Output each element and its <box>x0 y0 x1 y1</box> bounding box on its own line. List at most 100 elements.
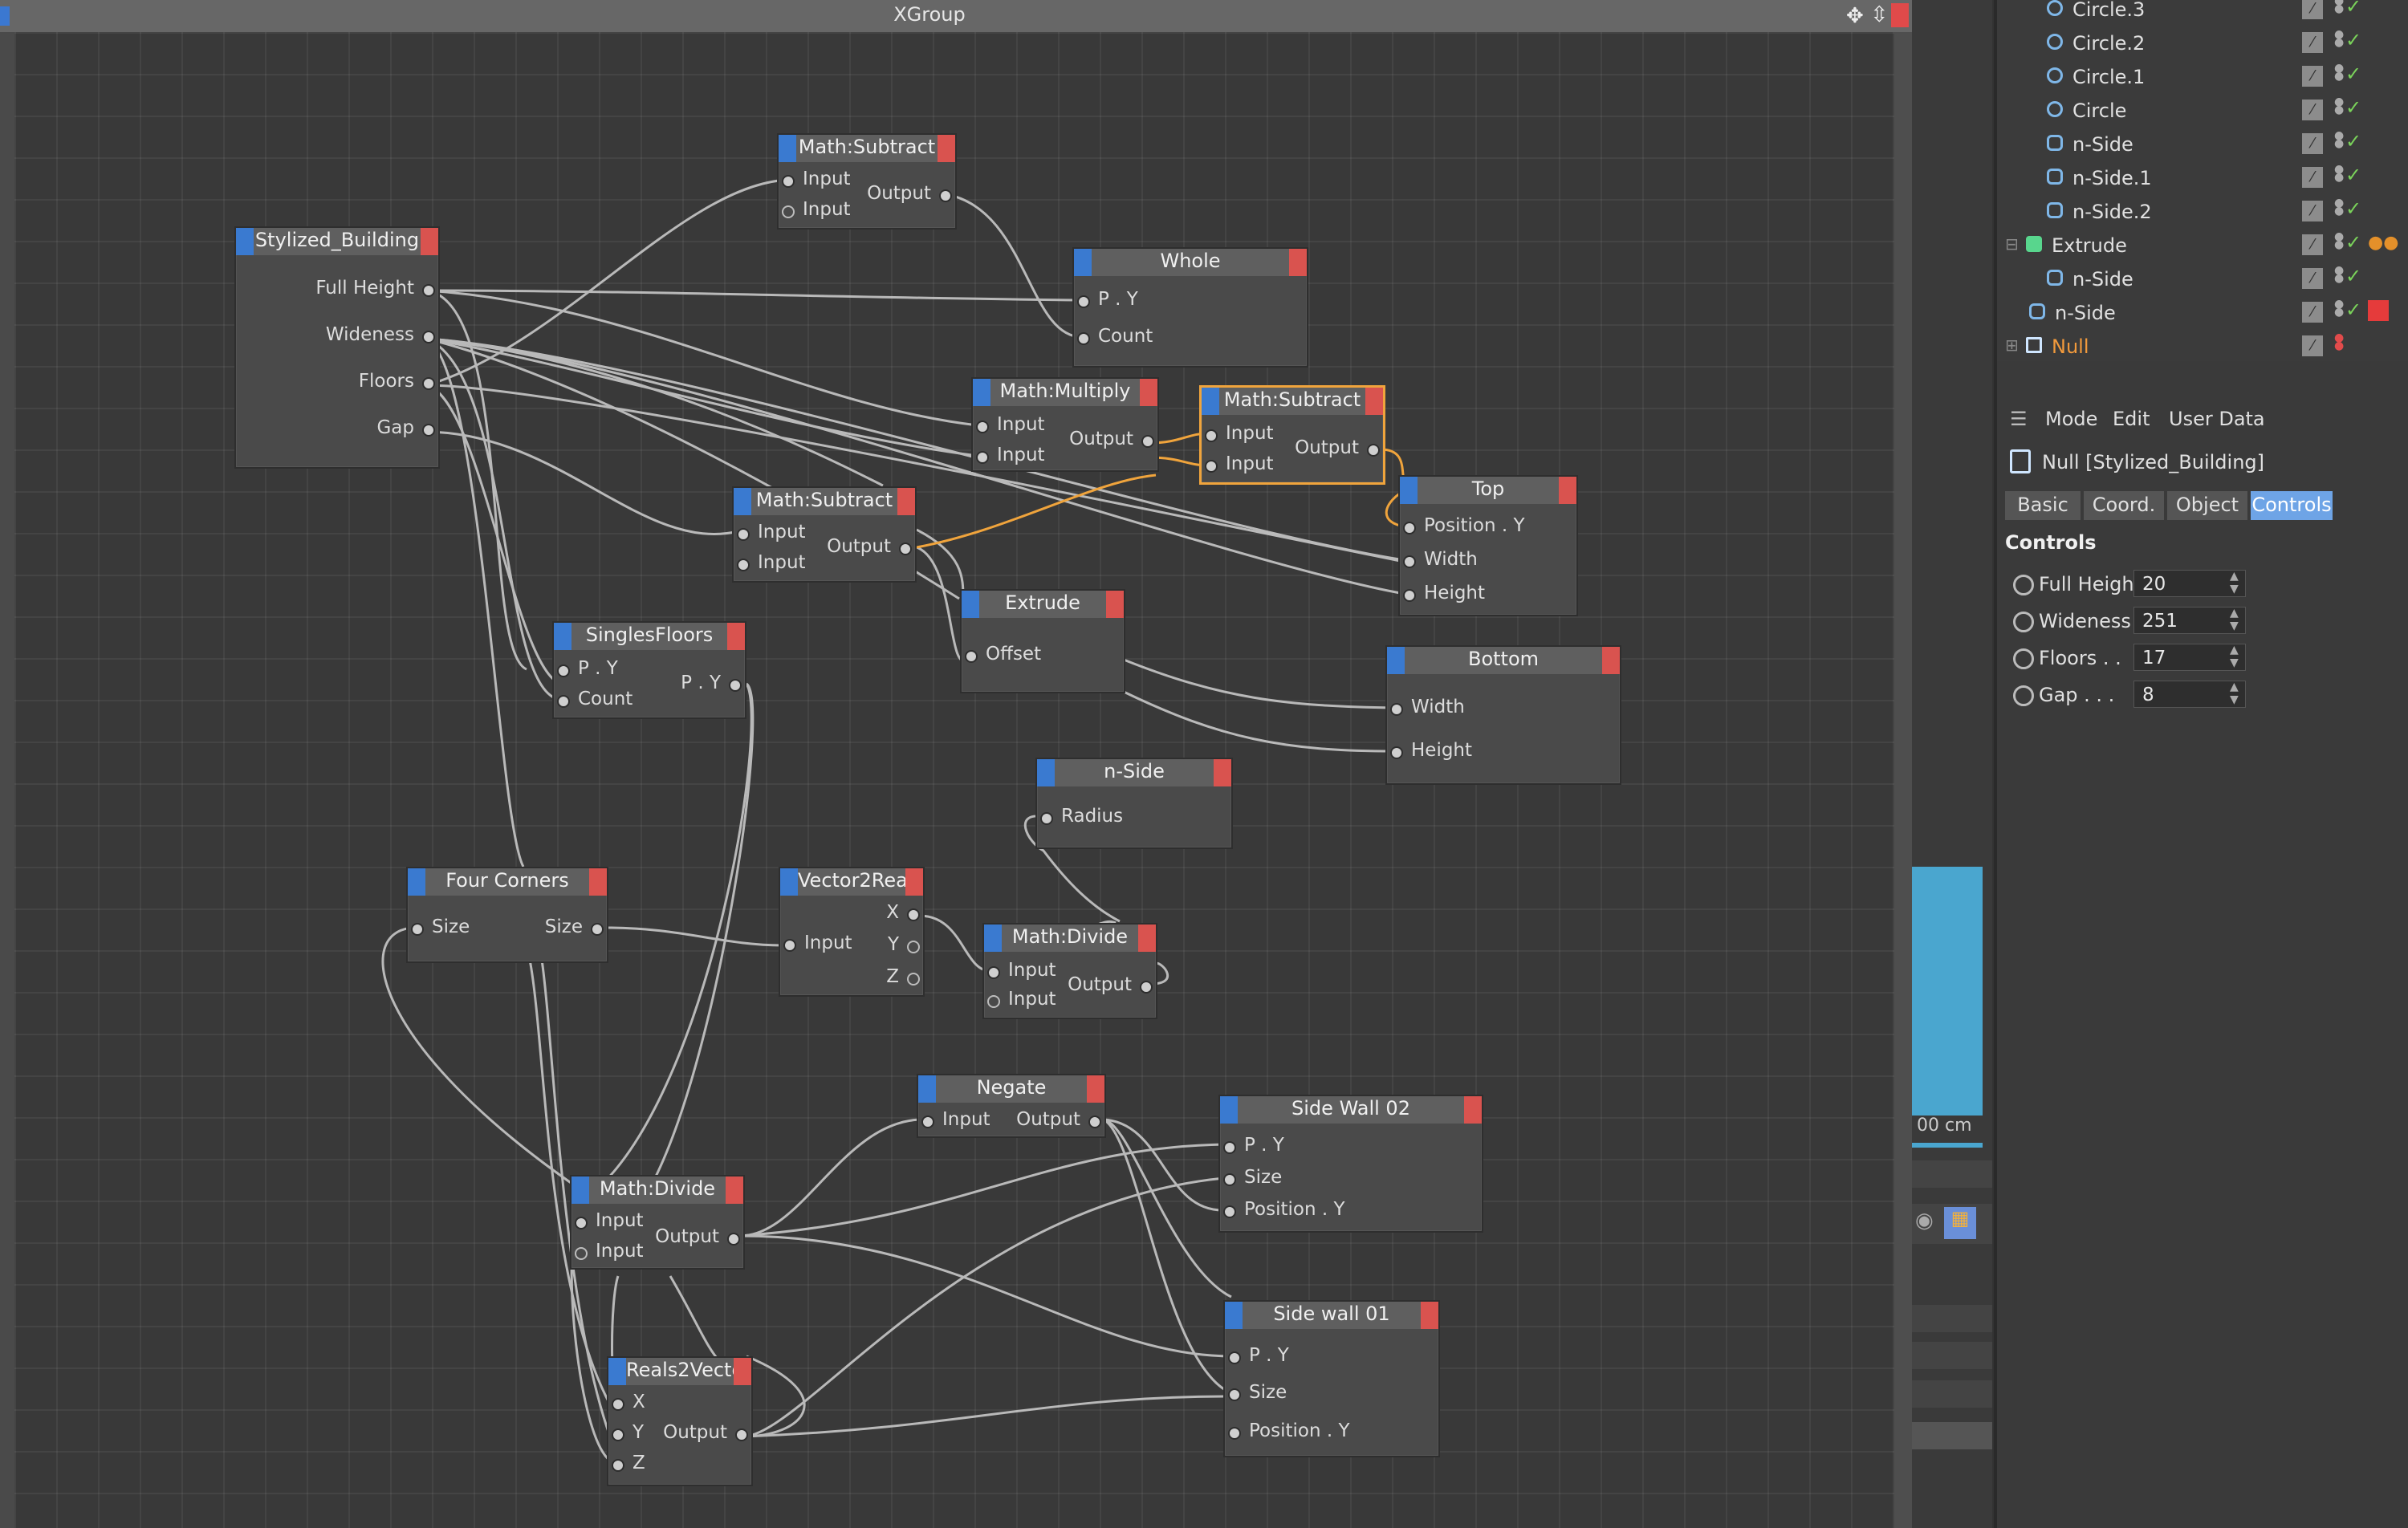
input-port-button[interactable] <box>554 623 571 650</box>
input-port[interactable] <box>783 939 796 952</box>
input-port-button[interactable] <box>973 379 990 406</box>
enabled-check-icon[interactable]: ✓ <box>2345 231 2362 254</box>
input-port-button[interactable] <box>1225 1302 1243 1329</box>
enabled-check-icon[interactable]: ✓ <box>2345 299 2362 321</box>
enabled-check-icon[interactable]: ✓ <box>2345 197 2362 220</box>
object-row[interactable]: n-Side.1 ⁄●●✓ <box>1997 162 2408 196</box>
output-port-button[interactable] <box>726 1176 743 1204</box>
input-port-button[interactable] <box>779 135 796 162</box>
output-port[interactable] <box>422 424 435 437</box>
input-port[interactable] <box>976 451 989 464</box>
enabled-check-icon[interactable]: ✓ <box>2345 63 2362 85</box>
animate-icon[interactable] <box>2013 685 2034 706</box>
gap-input[interactable]: 8 <box>2133 681 2246 708</box>
output-port-button[interactable] <box>1214 759 1231 786</box>
output-port[interactable] <box>422 284 435 297</box>
output-port[interactable] <box>1367 444 1380 457</box>
input-port-button[interactable] <box>1220 1096 1238 1124</box>
broadcast-icon[interactable]: ◉ <box>1915 1209 1934 1233</box>
tab-object[interactable]: Object <box>2167 491 2247 520</box>
stepper-icon[interactable]: ▲▼ <box>2230 570 2239 595</box>
animate-icon[interactable] <box>2013 612 2034 632</box>
output-port-button[interactable] <box>1106 591 1124 618</box>
input-port-button[interactable] <box>608 1358 626 1385</box>
edit-icon[interactable]: ⁄ <box>2302 66 2323 87</box>
output-port[interactable] <box>727 1233 740 1246</box>
node-singles-floors[interactable]: SinglesFloors P . Y Count P . Y <box>552 621 746 719</box>
node-math-subtract-1[interactable]: Math:Subtract Input Input Output <box>777 133 957 230</box>
node-bottom[interactable]: Bottom Width Height <box>1385 645 1621 785</box>
output-port[interactable] <box>735 1428 748 1441</box>
node-whole[interactable]: Whole P . Y Count <box>1072 247 1308 368</box>
input-port[interactable] <box>782 175 795 188</box>
output-port-button[interactable] <box>1140 379 1157 406</box>
input-port[interactable] <box>557 664 570 677</box>
animate-icon[interactable] <box>2013 575 2034 595</box>
output-port[interactable] <box>729 679 742 692</box>
input-port[interactable] <box>1228 1351 1241 1364</box>
node-stylized-building[interactable]: Stylized_Building Full Height Wideness F… <box>234 226 440 469</box>
node-reals2vector[interactable]: Reals2Vector X Y Z Output <box>607 1356 753 1486</box>
menu-mode[interactable]: Mode <box>2045 408 2098 430</box>
material-tag-icon[interactable] <box>2368 300 2389 321</box>
input-port[interactable] <box>575 1217 588 1229</box>
output-port-button[interactable] <box>1602 647 1620 674</box>
object-row[interactable]: n-Side ⁄●●✓ <box>1997 128 2408 162</box>
input-port[interactable] <box>612 1398 624 1411</box>
viewport-slice[interactable]: 00 cm ◉ ▦ <box>1912 0 1994 1528</box>
wideness-input[interactable]: 251 <box>2133 607 2246 634</box>
enabled-check-icon[interactable]: ✓ <box>2345 265 2362 287</box>
edit-icon[interactable]: ⁄ <box>2302 100 2323 120</box>
full-height-input[interactable]: 20 <box>2133 570 2246 597</box>
output-port-button[interactable] <box>1138 925 1156 952</box>
material-tag-icon[interactable]: ●● <box>2368 233 2399 253</box>
output-port-button[interactable] <box>421 228 438 255</box>
node-negate[interactable]: Negate Input Output <box>917 1074 1106 1138</box>
input-port[interactable] <box>737 559 750 571</box>
tab-controls[interactable]: Controls <box>2251 491 2333 520</box>
output-port[interactable] <box>1141 435 1154 448</box>
input-port-button[interactable] <box>918 1075 936 1103</box>
input-port-button[interactable] <box>236 228 254 255</box>
output-port-button[interactable] <box>1421 1302 1438 1329</box>
input-port[interactable] <box>782 205 795 218</box>
input-port[interactable] <box>557 695 570 708</box>
edit-icon[interactable]: ⁄ <box>2302 268 2323 289</box>
output-port[interactable] <box>1140 981 1153 994</box>
enabled-check-icon[interactable]: ✓ <box>2345 130 2362 152</box>
node-math-subtract-3[interactable]: Math:Subtract Input Input Output <box>732 486 917 583</box>
input-port[interactable] <box>1228 1427 1241 1440</box>
output-port-button[interactable] <box>1559 477 1576 504</box>
film-icon[interactable]: ▦ <box>1944 1207 1976 1239</box>
output-port[interactable] <box>907 973 920 985</box>
output-port-button[interactable] <box>938 135 955 162</box>
input-port-button[interactable] <box>734 488 751 515</box>
edit-icon[interactable]: ⁄ <box>2302 0 2323 19</box>
output-port-button[interactable] <box>734 1358 751 1385</box>
output-port-button[interactable] <box>897 488 915 515</box>
enabled-check-icon[interactable]: ✓ <box>2345 96 2362 119</box>
edit-icon[interactable]: ⁄ <box>2302 201 2323 221</box>
node-side-wall-01[interactable]: Side wall 01 P . Y Size Position . Y <box>1223 1300 1440 1457</box>
output-port-button[interactable] <box>1289 249 1307 276</box>
input-port[interactable] <box>612 1428 624 1441</box>
enabled-check-icon[interactable]: ✓ <box>2345 164 2362 186</box>
output-port[interactable] <box>939 189 952 202</box>
node-math-divide-1[interactable]: Math:Divide Input Input Output <box>982 923 1157 1019</box>
visibility-dots-icon[interactable]: ●● <box>2334 0 2345 15</box>
stepper-icon[interactable]: ▲▼ <box>2230 681 2239 706</box>
stepper-icon[interactable]: ▲▼ <box>2230 607 2239 632</box>
visibility-dots-icon[interactable]: ●● <box>2334 197 2345 217</box>
input-port[interactable] <box>1403 522 1416 534</box>
edit-icon[interactable]: ⁄ <box>2302 167 2323 188</box>
visibility-dots-icon[interactable]: ●● <box>2334 331 2345 352</box>
visibility-dots-icon[interactable]: ●● <box>2334 129 2345 150</box>
hamburger-menu-icon[interactable]: ☰ <box>2010 408 2028 430</box>
visibility-dots-icon[interactable]: ●● <box>2334 96 2345 116</box>
tab-coord[interactable]: Coord. <box>2084 491 2164 520</box>
input-port[interactable] <box>1223 1173 1236 1186</box>
output-port-button[interactable] <box>1365 388 1383 415</box>
visibility-dots-icon[interactable]: ●● <box>2334 62 2345 83</box>
node-side-wall-02[interactable]: Side Wall 02 P . Y Size Position . Y <box>1218 1095 1483 1233</box>
input-port-button[interactable] <box>1202 388 1219 415</box>
